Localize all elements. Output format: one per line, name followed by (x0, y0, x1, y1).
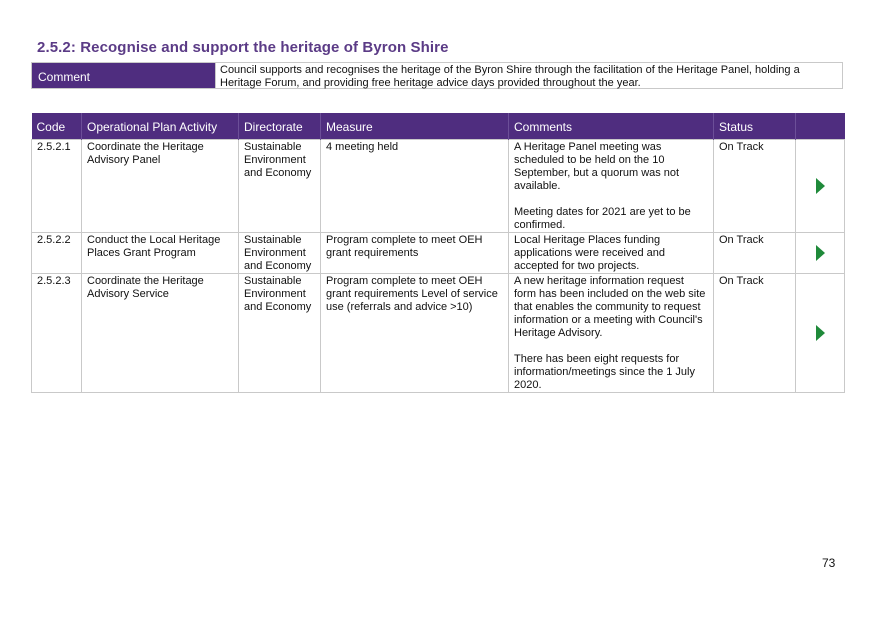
cell-comments: A new heritage information request form … (508, 273, 714, 393)
header-indicator (795, 113, 845, 140)
green-right-arrow-icon (815, 177, 825, 194)
comments-paragraph: Local Heritage Places funding applicatio… (514, 234, 666, 272)
header-status: Status (713, 113, 796, 140)
cell-comments: A Heritage Panel meeting was scheduled t… (508, 139, 714, 233)
comments-paragraph: There has been eight requests for inform… (514, 353, 695, 391)
comments-paragraph: Meeting dates for 2021 are yet to be con… (514, 206, 691, 231)
cell-measure: Program complete to meet OEH grant requi… (320, 232, 509, 274)
cell-comments: Local Heritage Places funding applicatio… (508, 232, 714, 274)
cell-status: On Track (713, 273, 796, 393)
section-title: 2.5.2: Recognise and support the heritag… (37, 39, 449, 56)
green-right-arrow-icon (815, 244, 825, 261)
cell-directorate: Sustainable Environment and Economy (238, 273, 321, 393)
cell-status-indicator (795, 232, 845, 274)
header-comments: Comments (508, 113, 714, 140)
comment-label: Comment (32, 63, 215, 88)
cell-measure: Program complete to meet OEH grant requi… (320, 273, 509, 393)
table-header-row: Code Operational Plan Activity Directora… (31, 113, 845, 140)
cell-code: 2.5.2.1 (31, 139, 82, 233)
comments-paragraph: A Heritage Panel meeting was scheduled t… (514, 141, 680, 192)
comments-paragraph: A new heritage information request form … (514, 275, 706, 339)
cell-code: 2.5.2.3 (31, 273, 82, 393)
page-number: 73 (822, 556, 836, 570)
table-row: 2.5.2.1 Coordinate the Heritage Advisory… (31, 139, 845, 233)
header-directorate: Directorate (238, 113, 321, 140)
cell-status-indicator (795, 139, 845, 233)
header-measure: Measure (320, 113, 509, 140)
header-code: Code (31, 113, 82, 140)
table-row: 2.5.2.2 Conduct the Local Heritage Place… (31, 232, 845, 274)
cell-directorate: Sustainable Environment and Economy (238, 139, 321, 233)
cell-directorate: Sustainable Environment and Economy (238, 232, 321, 274)
cell-measure: 4 meeting held (320, 139, 509, 233)
cell-status-indicator (795, 273, 845, 393)
paragraph-gap (514, 193, 708, 206)
green-right-arrow-icon (815, 324, 825, 341)
cell-status: On Track (713, 232, 796, 274)
cell-activity: Conduct the Local Heritage Places Grant … (81, 232, 239, 274)
cell-status: On Track (713, 139, 796, 233)
cell-activity: Coordinate the Heritage Advisory Service (81, 273, 239, 393)
paragraph-gap (514, 340, 708, 353)
cell-code: 2.5.2.2 (31, 232, 82, 274)
operational-plan-table: Code Operational Plan Activity Directora… (31, 113, 845, 393)
comment-text: Council supports and recognises the heri… (215, 63, 842, 89)
comment-row: Comment Council supports and recognises … (31, 62, 843, 89)
cell-activity: Coordinate the Heritage Advisory Panel (81, 139, 239, 233)
table-row: 2.5.2.3 Coordinate the Heritage Advisory… (31, 273, 845, 393)
header-activity: Operational Plan Activity (81, 113, 239, 140)
